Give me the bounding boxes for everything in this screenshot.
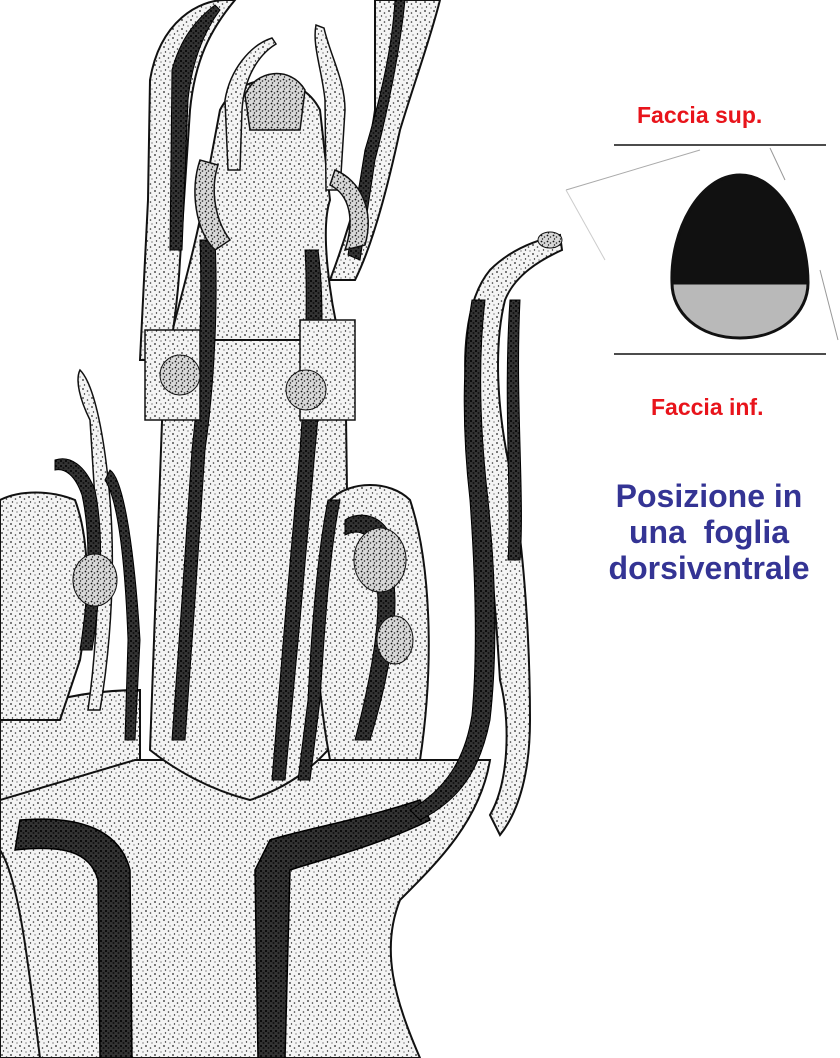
upper-face-label: Faccia sup.	[637, 102, 762, 129]
upper-face-region	[672, 175, 808, 283]
caption-line-3: dorsiventrale	[578, 550, 840, 586]
lower-face-label: Faccia inf.	[651, 394, 763, 421]
figure-caption: Posizione in una foglia dorsiventrale	[578, 478, 840, 586]
caption-line-2: una foglia	[578, 514, 840, 550]
caption-line-1: Posizione in	[578, 478, 840, 514]
right-curved-leaf	[410, 232, 562, 835]
leaf-cross-section	[566, 145, 838, 354]
lower-face-region	[672, 283, 808, 338]
left-lateral-bud	[0, 370, 140, 740]
